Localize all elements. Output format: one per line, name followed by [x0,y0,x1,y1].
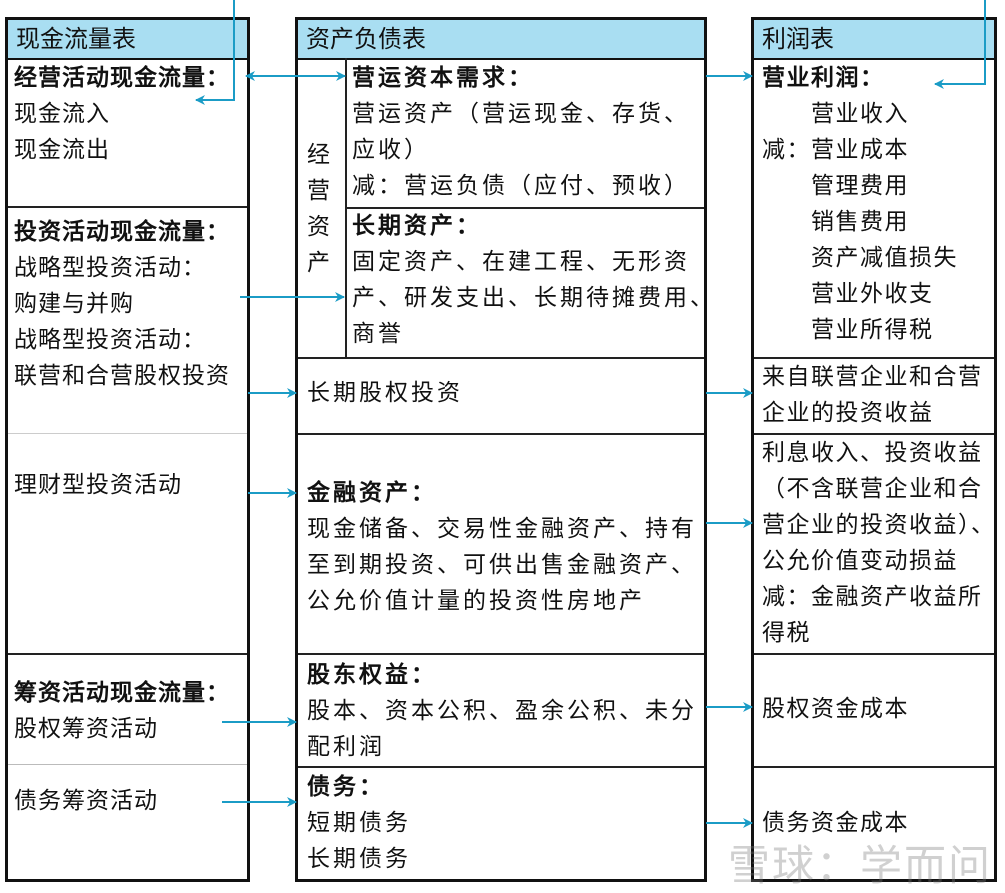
section-title: 经营活动现金流量： [14,64,230,91]
text-line: 得税 [762,620,811,646]
text-line: 销售费用 [762,209,909,235]
text-line: 长期股权投资 [307,380,463,406]
divider [298,433,704,435]
divider [298,653,704,655]
section-title: 营业利润： [762,64,885,91]
divider [754,357,994,359]
cash-flow-statement: 现金流量表 [5,17,250,882]
balance-sheet: 资产负债表 [295,17,707,882]
text-line: 现金储备、交易性金融资产、持有 [307,516,697,542]
text-line: 固定资产、在建工程、无形资 [352,249,690,275]
text-line: （不含联营企业和合 [762,476,983,502]
text-line: 现金流入 [14,101,110,127]
text-line: 营业收入 [762,101,909,127]
debt-capital-cost: 债务资金成本 [762,805,909,841]
balance-sheet-header: 资产负债表 [298,20,704,60]
divider [8,653,247,655]
income-statement: 利润表 [751,17,997,882]
divider [8,433,247,434]
income-statement-header: 利润表 [754,20,994,60]
divider [298,357,704,359]
text-line: 购建与并购 [14,291,134,317]
long-term-equity-investment: 长期股权投资 [307,375,463,411]
cash-flow-header: 现金流量表 [8,20,247,60]
wealth-investing: 理财型投资活动 [14,467,182,503]
text-line: 减：营业成本 [762,137,909,163]
watermark: 雪球：学而问 知乎 @晶禾 [728,841,1005,890]
divider [8,764,247,765]
text-line: 资产减值损失 [762,245,958,271]
text-line: 公允价值变动损益 [762,548,958,574]
financial-income: 利息收入、投资收益 （不含联营企业和合营企业的投资收益）、公允价值变动损益减：金融… [762,435,996,651]
text-line: 债务筹资活动 [14,788,158,814]
text-line: 减：营运负债（应付、预收） [352,173,690,199]
text-line: 减：金融资产收益所 [762,584,983,610]
divider [345,207,704,209]
section-title: 债务： [307,773,385,800]
text-line: 现金流出 [14,137,110,163]
text-line: 营企业的投资收益）、 [762,512,996,538]
text-line: 配利润 [307,734,385,760]
divider [754,433,994,435]
equity-capital-cost: 股权资金成本 [762,691,909,727]
text-line: 联营和合营股权投资 [14,363,230,389]
text-line: 公允价值计量的投资性房地产 [307,588,645,614]
text-line: 应收） [352,137,430,163]
text-line: 经 [307,142,330,168]
shareholder-equity: 股东权益： 股本、资本公积、盈余公积、未分配利润 [307,657,697,765]
text-line: 营运资产（营运现金、存货、 [352,101,690,127]
financing-cash-flow: 筹资活动现金流量： 股权筹资活动 [14,675,230,747]
section-title: 营运资本需求： [352,64,534,91]
text-line: 营 [307,178,330,204]
text-line: 营业所得税 [762,317,934,343]
section-title: 金融资产： [307,479,437,506]
text-line: 营业外收支 [762,281,934,307]
text-line: 短期债务 [307,810,411,836]
investing-cash-flow: 投资活动现金流量：战略型投资活动：购建与并购战略型投资活动：联营和合营股权投资 [14,214,230,394]
section-title: 股东权益： [307,661,437,688]
arrow-cash-inflow-loop [195,0,235,105]
financial-assets: 金融资产： 现金储备、交易性金融资产、持有至到期投资、可供出售金融资产、公允价值计… [307,475,697,619]
associate-investment-income: 来自联营企业和合营企业的投资收益 [762,359,983,431]
operating-profit: 营业利润： 营业收入减：营业成本 管理费用 销售费用 资产减值损失 营业外收支 … [762,60,958,348]
text-line: 产、研发支出、长期待摊费用、 [352,285,716,311]
text-line: 股权筹资活动 [14,716,158,742]
working-capital: 营运资本需求： 营运资产（营运现金、存货、应收） 减：营运负债（应付、预收） [352,60,690,204]
text-line: 股权资金成本 [762,696,909,722]
operating-assets-label: 经营资产 [307,137,330,281]
arrow-operating-profit-loop [934,0,986,89]
operating-cash-flow: 经营活动现金流量： 现金流入现金流出 [14,60,230,168]
text-line: 管理费用 [762,173,909,199]
divider [754,653,994,655]
text-line: 股本、资本公积、盈余公积、未分 [307,698,697,724]
text-line: 至到期投资、可供出售金融资产、 [307,552,697,578]
text-line: 产 [307,250,330,276]
text-line: 理财型投资活动 [14,472,182,498]
debt: 债务： 短期债务长期债务 [307,769,411,877]
text-line: 商誉 [352,321,404,347]
divider [298,766,704,768]
text-line: 战略型投资活动： [14,327,206,353]
text-line: 资 [307,214,330,240]
divider [8,206,247,208]
text-line: 债务资金成本 [762,810,909,836]
text-line: 来自联营企业和合营 [762,364,983,390]
text-line: 企业的投资收益 [762,400,934,426]
section-title: 长期资产： [352,212,482,239]
text-line: 长期债务 [307,846,411,872]
section-title: 筹资活动现金流量： [14,679,230,706]
text-line: 战略型投资活动： [14,255,206,281]
section-title: 投资活动现金流量： [14,218,230,245]
long-term-assets: 长期资产： 固定资产、在建工程、无形资产、研发支出、长期待摊费用、商誉 [352,208,716,352]
divider [754,766,994,768]
text-line: 利息收入、投资收益 [762,440,983,466]
debt-financing: 债务筹资活动 [14,783,158,819]
